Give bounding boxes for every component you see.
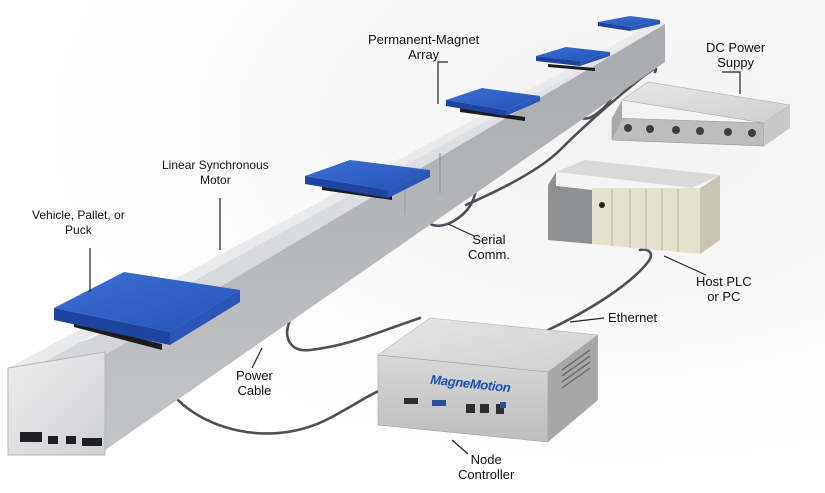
label-ethernet: Ethernet [608,310,658,325]
puck-front [54,272,240,350]
node-controller: MagneMotion [377,317,599,443]
track-end-cap [7,351,106,456]
label-host-plc: Host PLC or PC [696,274,752,304]
label-power-cable: Power Cable [236,368,273,398]
label-serial-comm: Serial Comm. [468,232,510,262]
puck-3 [446,88,540,121]
host-plc [548,160,720,254]
power-cable-loop-mid [285,316,422,352]
dc-power-supply [611,81,791,147]
puck-2 [305,160,430,200]
label-node-controller: Node Controller [458,452,515,482]
track-front [105,24,665,450]
ethernet-cable [546,248,653,332]
puck-5 [598,16,660,31]
label-linear-synchronous-motor: Linear Synchronous Motor [162,158,269,187]
leader-lines [89,61,741,455]
label-permanent-magnet-array: Permanent-Magnet Array [368,32,480,62]
label-vehicle-pallet-puck: Vehicle, Pallet, or Puck [32,208,125,237]
power-cable-front [158,370,394,435]
puck-4 [536,47,610,71]
label-dc-power-supply: DC Power Suppy [706,40,766,70]
